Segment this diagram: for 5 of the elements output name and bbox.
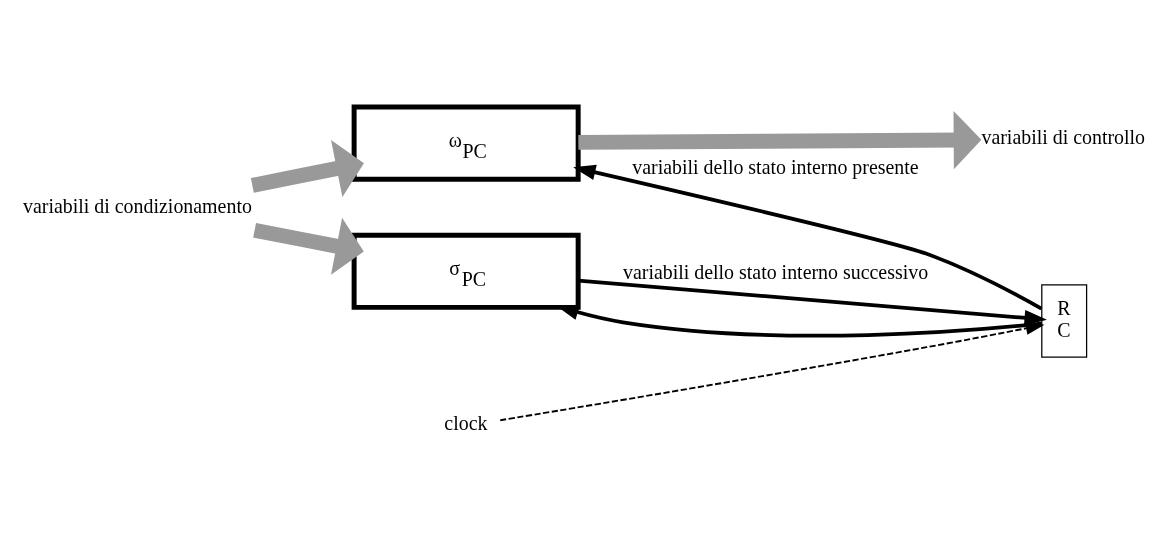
node-text: variabili di condizionamento [23,194,252,217]
node-text: variabili di controllo [981,125,1146,148]
edge-label: variabili dello stato interno presente [632,155,919,178]
node-text: clock [444,411,488,434]
edge-label: variabili dello stato interno successivo [622,260,929,282]
